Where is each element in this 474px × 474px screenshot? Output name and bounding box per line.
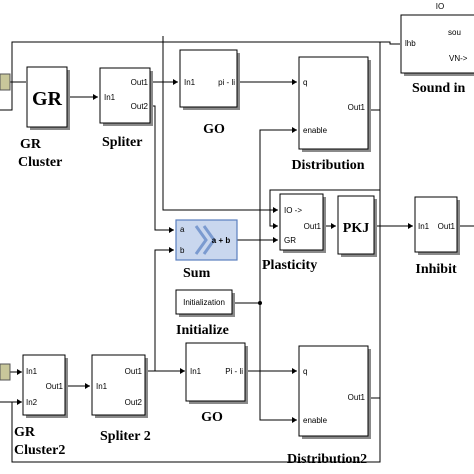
wire-enable-bottom [259,303,297,421]
plasticity-block[interactable]: IO -> Out1 GR Plasticity [262,193,326,273]
initialize-caption: Initialize [176,323,229,338]
spliter2-in1-port: In1 [96,382,108,391]
sum-xilinx-icon [194,225,216,255]
gr-cluster-caption-line2: Cluster [18,155,62,170]
distribution-caption: Distribution [291,158,364,173]
initialization-icon-text: Initialization [183,298,225,307]
go-bottom-caption: GO [201,410,223,425]
gr-cluster-caption-line1: GR [20,137,42,152]
gr-cluster2-in1-port: In1 [26,367,38,376]
wire-feedback-top [0,41,381,111]
inhibit-out1-port: Out1 [438,222,456,231]
gr-cluster2-caption-line1: GR [14,425,36,440]
pkj-icon-text: PKJ [343,221,369,236]
distribution2-out1-port: Out1 [348,393,366,402]
sound-sou-port: sou [448,28,461,37]
distribution2-enable-port: enable [303,416,328,425]
sum-block[interactable]: a b a + b Sum [175,219,238,281]
spliter-out1-port: Out1 [131,78,149,87]
gr-cluster-icon-text: GR [32,88,63,110]
pkj-block[interactable]: PKJ [337,195,377,257]
sum-b-port: b [180,246,185,255]
wire-enable-top [259,129,297,303]
distribution-out1-port: Out1 [348,103,366,112]
spliter2-out2-port: Out2 [125,398,143,407]
sound-vn-port: VN-> [449,54,468,63]
go-block-top[interactable]: In1 pi - li GO [179,49,240,137]
spliter-out2-port: Out2 [131,102,149,111]
sound-in-block[interactable]: IO lhb sou VN-> Sound in [400,2,474,96]
distribution2-block[interactable]: q enable Out1 Distribution2 [287,345,371,467]
go-top-out-port: pi - li [218,78,235,87]
sound-lhb-port: lhb [405,39,416,48]
sum-a-port: a [180,225,185,234]
plasticity-caption: Plasticity [262,258,317,273]
inhibit-block[interactable]: In1 Out1 Inhibit [414,196,460,277]
plasticity-out1-port: Out1 [304,222,322,231]
spliter2-out1-port: Out1 [125,367,143,376]
spliter2-caption: Spliter 2 [100,429,151,444]
wire-split-plast-io [162,36,278,211]
initialization-block[interactable]: Initialization Initialize [175,289,235,338]
distribution-q-port: q [303,78,307,87]
wire-split-sum-a [153,105,174,231]
wire-to-sound [380,41,400,45]
signal-wires [0,36,474,463]
source-block-1[interactable] [0,73,11,91]
plasticity-gr-port: GR [284,236,296,245]
gr-cluster2-in2-port: In2 [26,398,38,407]
distribution2-q-port: q [303,367,307,376]
spliter-in1-port: In1 [104,93,116,102]
go-bottom-out-port: Pi - li [225,367,243,376]
go-bottom-in1-port: In1 [190,367,202,376]
inhibit-in1-port: In1 [418,222,430,231]
sum-caption: Sum [183,266,211,281]
go-block-bottom[interactable]: In1 Pi - li GO [185,342,248,425]
spliter-caption: Spliter [102,135,142,150]
gr-cluster-block[interactable]: GR GR Cluster [18,66,70,170]
spliter-block[interactable]: In1 Out1 Out2 Spliter [99,67,153,150]
wire-dist-out [269,109,381,227]
wire-split2-sum-b [154,249,174,371]
gr-cluster2-out1-port: Out1 [46,382,64,391]
sound-io-label: IO [436,2,444,11]
inhibit-caption: Inhibit [415,262,457,277]
distribution-block-top[interactable]: q enable Out1 Distribution [291,56,371,173]
distribution2-caption: Distribution2 [287,452,367,467]
go-top-caption: GO [203,122,225,137]
gr-cluster2-block[interactable]: In1 In2 Out1 GR Cluster2 [14,354,68,458]
plasticity-io-port: IO -> [284,206,302,215]
gr-cluster2-caption-line2: Cluster2 [14,443,65,458]
sum-expr-label: a + b [212,236,231,245]
go-top-in1-port: In1 [184,78,196,87]
source-block-2[interactable] [0,363,11,381]
spliter2-block[interactable]: In1 Out1 Out2 Spliter 2 [91,354,151,444]
distribution-enable-port: enable [303,126,328,135]
sound-in-caption: Sound in [412,81,466,96]
